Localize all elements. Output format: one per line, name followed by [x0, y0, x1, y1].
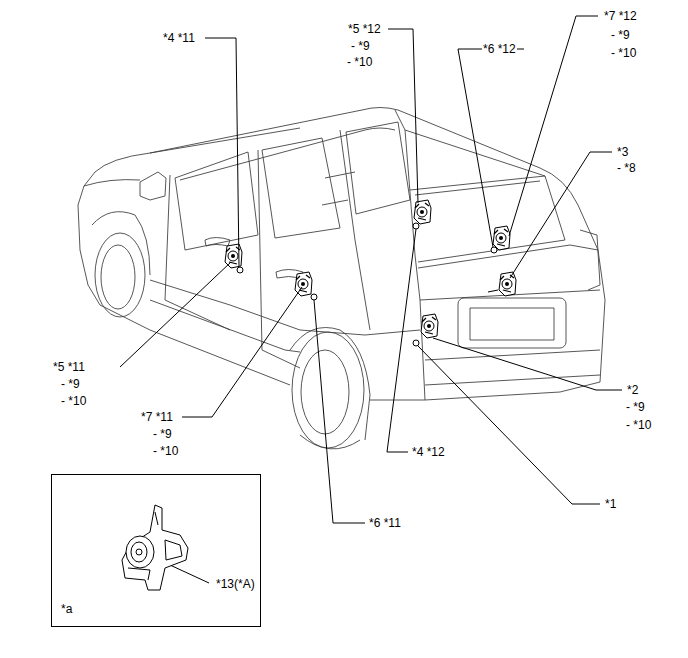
illustration-part	[155, 512, 158, 525]
callout-number: *13(*A)	[215, 577, 256, 591]
illustration-part	[295, 272, 312, 296]
illustration-part	[510, 152, 612, 278]
illustration-part	[205, 38, 239, 266]
inset-label: *a	[60, 602, 73, 616]
illustration-part	[493, 226, 510, 250]
callout-number: - *9	[610, 28, 631, 42]
callout-number: *5 *12	[347, 22, 382, 36]
illustration-part	[175, 152, 258, 250]
illustration-part	[499, 272, 516, 296]
callout-number: - *9	[152, 427, 173, 441]
callout-number: - *9	[350, 39, 371, 53]
callout-number: *3	[616, 145, 629, 159]
illustration-part	[84, 180, 140, 186]
illustration-part	[205, 238, 230, 247]
illustration-part	[292, 332, 364, 448]
callout-number: - *10	[60, 394, 87, 408]
callout-number: *6 *11	[368, 516, 402, 530]
callout-number: *7 *11	[140, 410, 174, 424]
illustration-part	[413, 340, 419, 346]
illustration-part	[395, 110, 545, 176]
illustration-part	[405, 130, 605, 400]
callout-number: *7 *12	[603, 9, 638, 23]
illustration-part	[262, 138, 340, 238]
callout-number: - *10	[625, 418, 652, 432]
illustration-part	[140, 172, 166, 200]
callout-number: - *10	[152, 444, 179, 458]
illustration-part	[92, 212, 150, 275]
illustration-part	[150, 300, 300, 352]
callout-number: - *9	[60, 377, 81, 391]
callout-number: - *10	[610, 46, 637, 60]
illustration-part	[488, 290, 498, 292]
illustration-part	[95, 108, 578, 206]
illustration-part	[182, 287, 302, 417]
callout-number: *2	[626, 383, 639, 397]
illustration-part	[122, 505, 188, 590]
illustration-part	[322, 172, 355, 205]
illustration-part	[150, 128, 395, 180]
callout-number: - *8	[616, 161, 637, 175]
illustration-part	[95, 233, 145, 317]
illustration-part	[122, 505, 188, 590]
callout-number: *6 *12	[482, 42, 517, 56]
illustration-part	[78, 172, 100, 305]
illustration-part	[433, 338, 622, 390]
illustration-part	[509, 16, 598, 236]
illustration-part	[580, 230, 600, 290]
illustration-part	[165, 130, 370, 368]
illustration-part	[458, 298, 566, 348]
callout-number: *1	[604, 497, 617, 511]
illustration-part	[131, 542, 147, 562]
illustration-part	[458, 49, 524, 247]
illustration-part	[301, 350, 349, 434]
illustration-part	[413, 223, 419, 229]
illustration-part	[78, 108, 605, 449]
callout-number: *4 *11	[162, 31, 196, 45]
illustration-part	[126, 536, 154, 568]
illustration-part	[300, 435, 360, 449]
illustration-part	[491, 247, 497, 253]
illustration-part	[237, 267, 243, 273]
callout-number: *4 *12	[411, 445, 446, 459]
illustration-part	[101, 245, 135, 309]
illustration-part	[311, 294, 317, 300]
illustration-part	[387, 229, 416, 452]
illustration-part	[128, 568, 150, 580]
illustration-part	[418, 346, 600, 504]
illustration-part	[346, 122, 410, 214]
callout-number: *5 *11	[52, 360, 86, 374]
illustration-part	[470, 308, 554, 340]
callout-number: - *10	[346, 55, 373, 69]
illustration-part	[120, 16, 622, 583]
illustration-part	[388, 29, 418, 203]
callout-number: - *9	[625, 400, 646, 414]
illustration-part	[170, 565, 209, 583]
illustration-part	[314, 300, 365, 523]
illustration-part	[120, 262, 231, 367]
illustration-part	[165, 540, 182, 560]
illustration-part	[414, 200, 431, 224]
illustration-part	[421, 314, 438, 338]
inset-frame: *13(*A) *a	[51, 474, 261, 627]
illustration-part	[415, 181, 540, 195]
illustration-part	[136, 549, 142, 555]
